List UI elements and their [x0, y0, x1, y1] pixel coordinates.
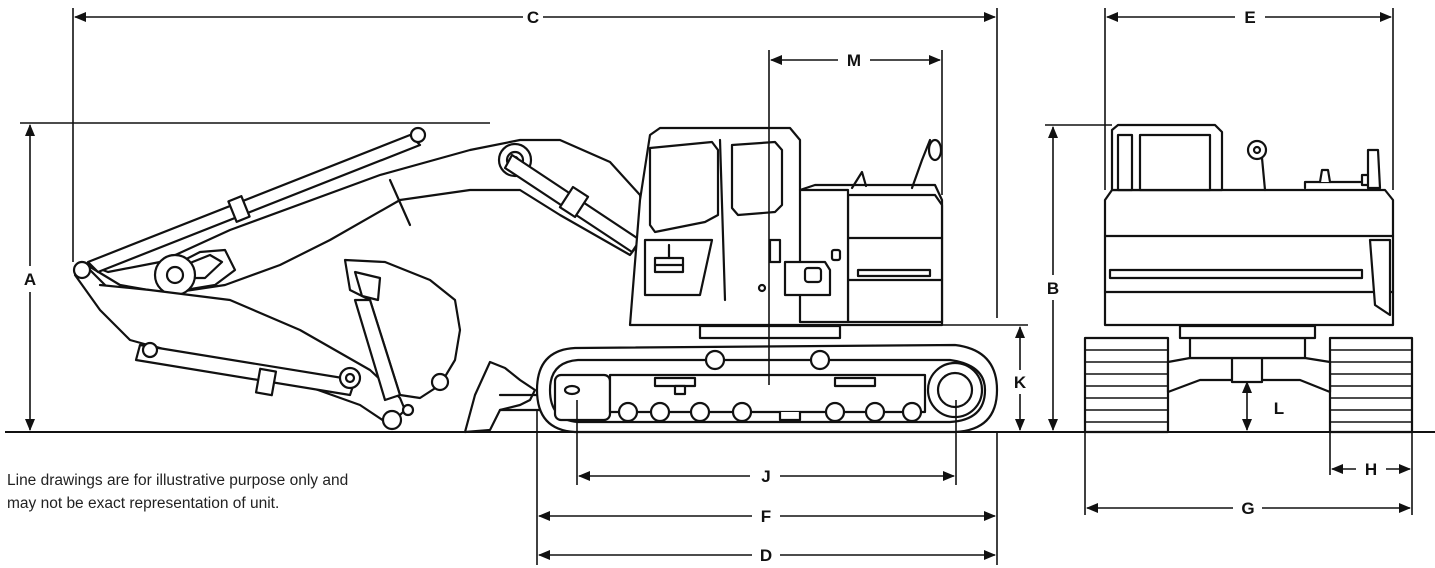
- dim-label-l: L: [1274, 399, 1284, 418]
- dim-label-a: A: [24, 270, 36, 289]
- dim-label-d: D: [760, 546, 772, 565]
- dozer-blade: [463, 360, 537, 434]
- dim-label-k: K: [1014, 373, 1027, 392]
- dim-label-e: E: [1244, 8, 1255, 27]
- cab-window-rear: [730, 140, 784, 217]
- front-view-excavator: [1083, 123, 1414, 434]
- dim-label-g: G: [1241, 499, 1254, 518]
- dim-label-f: F: [761, 507, 771, 526]
- dim-label-b: B: [1047, 279, 1059, 298]
- right-track: [1328, 336, 1414, 434]
- dimension-lines: [20, 8, 1413, 565]
- left-track: [1083, 336, 1170, 434]
- sprocket-housing: [553, 373, 612, 422]
- disclaimer-note: Line drawings are for illustrative purpo…: [7, 469, 447, 515]
- engine-hood: [846, 193, 944, 324]
- dim-label-m: M: [847, 51, 861, 70]
- disclaimer-line-2: may not be exact representation of unit.: [7, 495, 280, 512]
- dim-label-j: J: [761, 467, 770, 486]
- boom-cylinder: [86, 133, 422, 274]
- dim-label-h: H: [1365, 460, 1377, 479]
- side-view-excavator: [72, 126, 999, 434]
- cab-window-front: [648, 140, 720, 234]
- front-upper-body: [1103, 188, 1395, 327]
- dim-label-c: C: [527, 8, 539, 27]
- bucket-cylinder: [134, 343, 357, 397]
- disclaimer-line-1: Line drawings are for illustrative purpo…: [7, 472, 349, 489]
